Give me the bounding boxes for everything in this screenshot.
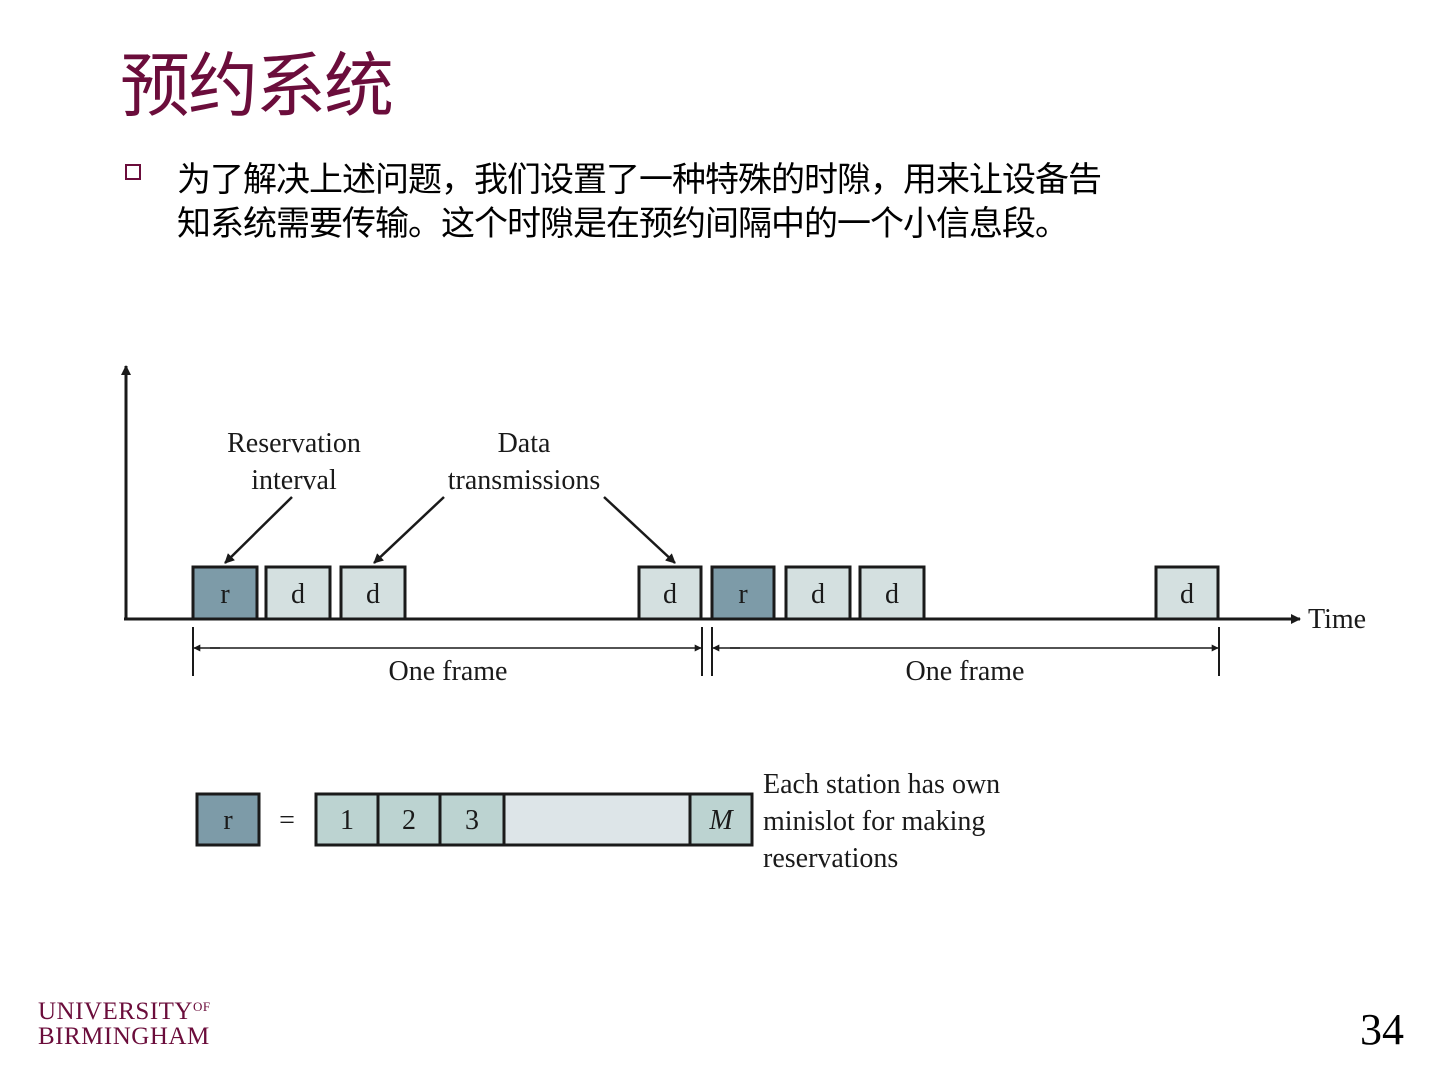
data-slot — [637, 565, 703, 621]
data-slot-letter: d — [291, 579, 305, 610]
reservation-slot — [710, 565, 776, 621]
equals-sign: = — [279, 805, 295, 836]
minislot — [438, 792, 506, 847]
minislot-number: 2 — [402, 805, 416, 836]
frame-label: One frame — [389, 656, 508, 687]
data-transmissions-label-2: transmissions — [448, 465, 600, 496]
reservation-slot-letter: r — [220, 579, 230, 610]
minislot-note-1: Each station has own — [763, 769, 1000, 800]
page-number: 34 — [1360, 1005, 1404, 1054]
data-slot — [339, 565, 407, 621]
reservation-arrow — [224, 496, 293, 564]
data-arrow-left — [373, 496, 445, 564]
bullet-line-1: 为了解决上述问题，我们设置了一种特殊的时隙，用来让设备告 — [177, 160, 1102, 200]
logo-of: OF — [193, 999, 211, 1014]
bullet-item: 为了解决上述问题，我们设置了一种特殊的时隙，用来让设备告 知系统需要传输。这个时… — [125, 158, 1365, 246]
minislot-number: 3 — [465, 805, 479, 836]
university-logo: UNIVERSITYOF BIRMINGHAM — [38, 994, 211, 1049]
minislot-number: 1 — [340, 805, 354, 836]
data-transmissions-label-1: Data — [498, 428, 551, 459]
data-slot — [1154, 565, 1220, 621]
reservation-slot-detail-letter: r — [223, 805, 233, 836]
reservation-interval-label-1: Reservation — [227, 428, 361, 459]
data-slot-letter: d — [366, 579, 380, 610]
bullet-line-2: 知系统需要传输。这个时隙是在预约间隔中的一个小信息段。 — [177, 204, 1069, 244]
bullet-square-icon — [125, 164, 141, 180]
data-slot-letter: d — [811, 579, 825, 610]
logo-line-1: UNIVERSITY — [38, 998, 193, 1025]
reservation-slot-letter: r — [738, 579, 748, 610]
reservation-interval-label-2: interval — [251, 465, 337, 496]
minislot — [314, 792, 380, 847]
data-slot-letter: d — [663, 579, 677, 610]
data-slot — [858, 565, 926, 621]
minislot-last — [688, 792, 754, 847]
minislot-last-label: M — [708, 805, 734, 836]
frame-label: One frame — [906, 656, 1025, 687]
data-slot — [264, 565, 332, 621]
data-slot-letter: d — [885, 579, 899, 610]
minislot-note-3: reservations — [763, 843, 898, 874]
reservation-slot — [191, 565, 259, 621]
reservation-slot-detail — [195, 792, 261, 847]
page-title: 预约系统 — [120, 45, 394, 127]
data-slot — [784, 565, 852, 621]
minislot — [376, 792, 442, 847]
bullet-text: 为了解决上述问题，我们设置了一种特殊的时隙，用来让设备告 知系统需要传输。这个时… — [177, 158, 1365, 246]
data-slot-letter: d — [1180, 579, 1194, 610]
logo-line-2: BIRMINGHAM — [38, 1023, 210, 1050]
data-arrow-right — [603, 496, 676, 564]
minislot-note-2: minislot for making — [763, 806, 985, 837]
time-axis-label: Time — [1308, 604, 1366, 635]
